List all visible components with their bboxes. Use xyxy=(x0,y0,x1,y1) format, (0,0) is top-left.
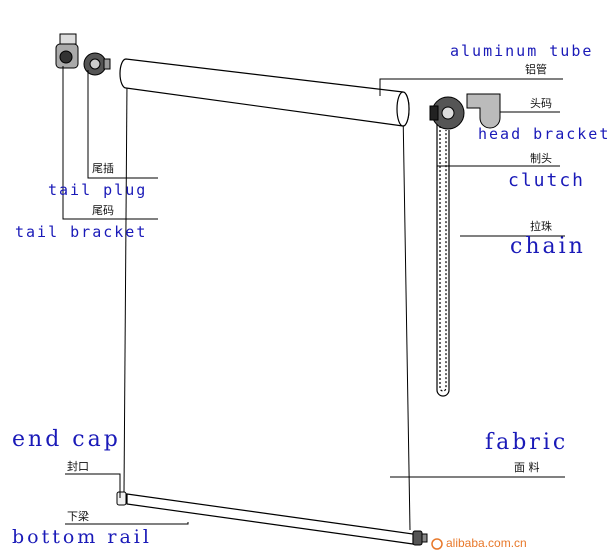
fabric-label-zh: 面 料 xyxy=(514,461,540,474)
end-cap-label-zh: 封口 xyxy=(67,460,89,473)
tail-bracket-label-zh: 尾码 xyxy=(92,204,114,217)
clutch-label-zh: 制头 xyxy=(530,152,552,165)
bottom-rail xyxy=(126,493,414,545)
alibaba-logo-icon xyxy=(431,538,443,550)
tail-plug-label-zh: 尾插 xyxy=(92,162,114,175)
end-cap-right xyxy=(412,530,428,546)
tail-plug-label-en: tail plug xyxy=(48,181,148,199)
fabric-label-en: fabric xyxy=(485,430,569,455)
aluminum-tube-label-en: aluminum tube xyxy=(450,42,594,60)
chain-loop xyxy=(436,124,450,397)
fabric-panel xyxy=(123,81,411,531)
end-cap-label-en: end cap xyxy=(12,427,121,452)
tail-plug-part xyxy=(83,52,111,76)
watermark-text: alibaba.com.cn xyxy=(446,536,527,550)
clutch-label-en: clutch xyxy=(508,170,586,191)
leader-lines xyxy=(62,66,565,525)
clutch-part xyxy=(429,96,465,130)
aluminum-tube-label-zh: 铝管 xyxy=(525,63,547,76)
tail-bracket-part xyxy=(55,33,79,69)
head-bracket-part xyxy=(466,93,501,129)
bottom-rail-label-zh: 下梁 xyxy=(67,510,89,523)
tail-bracket-label-en: tail bracket xyxy=(15,223,148,241)
bottom-rail-label-en: bottom rail xyxy=(12,526,152,548)
aluminum-tube xyxy=(119,58,410,127)
chain-label-zh: 拉珠 xyxy=(530,220,552,233)
head-bracket-label-en: head bracket xyxy=(478,125,610,143)
chain-label-en: chain xyxy=(510,234,586,259)
head-bracket-label-zh: 头码 xyxy=(530,97,552,110)
end-cap-left xyxy=(116,491,127,506)
